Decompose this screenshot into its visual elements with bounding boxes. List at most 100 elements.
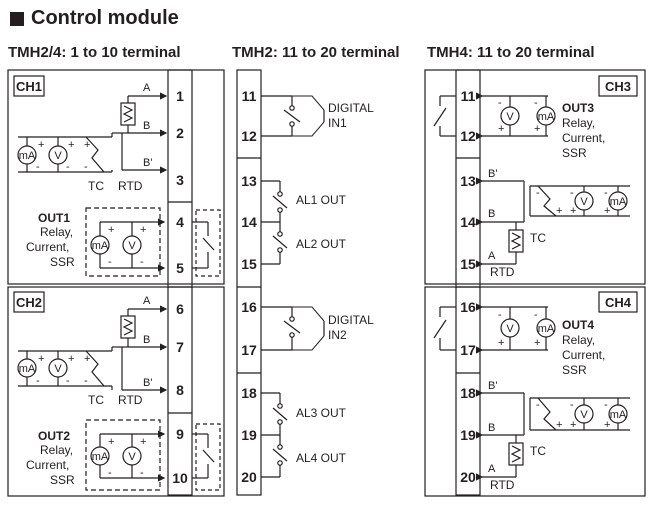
out1-ma-plus: + xyxy=(108,224,114,236)
ch2-tc-symbol xyxy=(85,350,105,387)
out4-type-current: Current, xyxy=(562,348,605,362)
ch1-v-text: V xyxy=(54,150,62,162)
ch4-ma-text: mA xyxy=(610,409,627,421)
out2-v-text: V xyxy=(128,451,136,463)
ch3-a-label: A xyxy=(488,250,496,262)
terminal-right-16: 16 xyxy=(460,299,476,315)
ch3-ma-plus: + xyxy=(604,205,610,217)
out2-type-relay: Relay, xyxy=(40,443,73,457)
out1-v-text: V xyxy=(128,240,136,252)
terminal-mid-15: 15 xyxy=(241,256,257,272)
terminal-mid-18: 18 xyxy=(241,385,257,401)
out2-type-current: Current, xyxy=(26,458,69,472)
out2-v-minus: - xyxy=(140,467,144,479)
terminal-left-10: 10 xyxy=(172,470,188,486)
terminal-left-2: 2 xyxy=(176,125,184,141)
ch2-b-label: B xyxy=(143,334,150,346)
ch1-panel xyxy=(7,69,225,285)
terminal-mid-17: 17 xyxy=(241,342,257,358)
out2-title: OUT2 xyxy=(38,429,70,443)
out1-type-ssr: SSR xyxy=(50,255,75,269)
ch4-v-minus: - xyxy=(570,399,574,411)
terminal-right-12: 12 xyxy=(460,128,476,144)
terminal-right-15: 15 xyxy=(460,256,476,272)
out3-v-plus: + xyxy=(498,123,504,135)
terminal-mid-16: 16 xyxy=(241,299,257,315)
ch3-tc-plus: + xyxy=(556,205,562,217)
al4-out-label: AL4 OUT xyxy=(296,451,347,465)
ch4-bp-label: B' xyxy=(488,380,497,392)
ch1-v-plus: + xyxy=(68,139,74,151)
ch4-panel xyxy=(424,286,646,497)
terminal-right-20: 20 xyxy=(460,469,476,485)
out1-ma-text: mA xyxy=(92,240,109,252)
ch2-out2-box xyxy=(85,419,161,491)
section-title-tmh4-11-20: TMH4: 11 to 20 terminal xyxy=(427,44,595,61)
ch3-ma-text: mA xyxy=(610,196,627,208)
al2-out-label: AL2 OUT xyxy=(296,237,347,251)
ch1-ma-text: mA xyxy=(19,150,36,162)
ch2-ma-plus: + xyxy=(38,353,44,365)
terminal-mid-11: 11 xyxy=(242,88,257,104)
digital-in1-label: DIGITAL xyxy=(328,101,374,115)
ch1-bp-label: B' xyxy=(143,157,152,169)
ch4-rtd-label: RTD xyxy=(490,478,515,492)
out2-ma-plus: + xyxy=(108,436,114,448)
section-title-tmh2-11-20: TMH2: 11 to 20 terminal xyxy=(232,44,400,61)
ch1-tc-plus: + xyxy=(84,139,90,151)
terminal-left-4: 4 xyxy=(176,214,184,230)
out3-title: OUT3 xyxy=(562,101,594,115)
out3-ma-text: mA xyxy=(538,111,555,123)
terminal-left-5: 5 xyxy=(176,260,184,276)
ch2-v-plus: + xyxy=(68,353,74,365)
ch2-panel xyxy=(7,286,225,497)
page-title: Control module xyxy=(10,7,179,30)
out3-type-relay: Relay, xyxy=(562,116,595,130)
out3-v-text: V xyxy=(506,111,514,123)
terminal-left-6: 6 xyxy=(176,301,184,317)
out1-ma-minus: - xyxy=(108,256,112,268)
out4-v-text: V xyxy=(506,323,514,335)
terminal-right-11: 11 xyxy=(461,88,476,104)
ch1-label: CH1 xyxy=(16,79,42,94)
ch2-ma-minus: - xyxy=(36,375,40,387)
out2-ma-minus: - xyxy=(108,467,112,479)
out1-v-plus: + xyxy=(140,224,146,236)
ch2-out2-relay-box xyxy=(195,423,221,491)
ch2-ma-text: mA xyxy=(19,363,36,375)
terminal-right-19: 19 xyxy=(460,427,476,443)
ch3-panel xyxy=(424,69,646,285)
out4-v-minus: - xyxy=(498,309,502,321)
ch1-ma-minus: - xyxy=(36,161,40,173)
terminal-mid-20: 20 xyxy=(241,469,257,485)
out3-ma-plus: + xyxy=(534,123,540,135)
ch1-v-minus: - xyxy=(66,161,70,173)
terminal-mid-12: 12 xyxy=(241,128,257,144)
out1-title: OUT1 xyxy=(38,211,70,225)
ch1-label-box xyxy=(13,75,45,97)
terminal-left-9: 9 xyxy=(176,426,184,442)
ch3-ma-minus: - xyxy=(604,187,608,199)
square-bullet-icon xyxy=(10,11,24,26)
out1-v-minus: - xyxy=(140,256,144,268)
ch2-bp-label: B' xyxy=(143,377,152,389)
left-terminal-strip xyxy=(167,69,193,496)
ch4-ma-plus: + xyxy=(604,419,610,431)
terminal-left-1: 1 xyxy=(176,88,184,104)
ch4-tc-minus: - xyxy=(536,399,540,411)
terminal-left-8: 8 xyxy=(176,382,184,398)
ch2-rtd-label: RTD xyxy=(118,393,143,407)
out2-ma-text: mA xyxy=(92,451,109,463)
ch4-label-box xyxy=(598,291,638,313)
ch1-out1-box xyxy=(85,207,161,277)
ch1-out1-relay-box xyxy=(195,209,221,277)
out4-ma-minus: - xyxy=(534,309,538,321)
ch4-label: CH4 xyxy=(605,295,632,310)
ch1-tc-label: TC xyxy=(88,179,104,193)
ch4-ma-minus: - xyxy=(604,399,608,411)
digital-in2-sub: IN2 xyxy=(328,328,347,342)
ch3-bp-label: B' xyxy=(488,168,497,180)
ch3-label-box xyxy=(598,75,638,97)
ch3-tc-symbol xyxy=(537,185,557,217)
ch2-label: CH2 xyxy=(16,295,42,310)
